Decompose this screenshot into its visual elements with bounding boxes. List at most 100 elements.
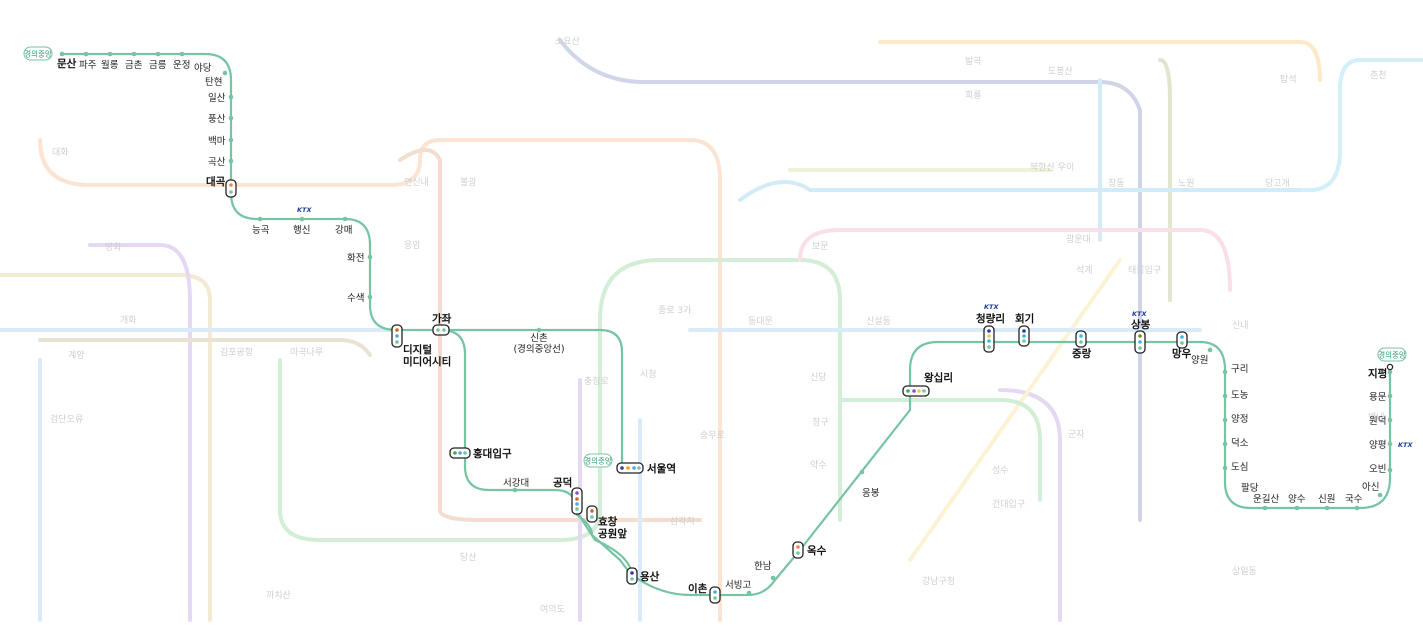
label-guksu: 국수 [1345,494,1363,505]
bg-label-geomdan: 검단오류 [50,413,83,425]
bg-label-hoeryong: 회룡 [965,90,982,101]
ktx-mark-sangbong: KTX [1132,310,1147,318]
badge-west-box [23,46,53,61]
label-unjeong: 운정 [173,60,190,71]
dot-neunggok[interactable] [257,216,263,222]
dot-asin[interactable] [1387,467,1393,473]
dot-yangwon[interactable] [1207,347,1213,353]
transfer-jungnang-dot-b [1079,340,1083,344]
dot-geumchon[interactable] [131,51,137,57]
transfer-hongik-dot-a [453,451,457,455]
label-seogang: 서강대 [503,478,529,489]
label-hyochang-line1: 효창 [598,515,618,528]
bg-label-sicheong: 시청 [640,369,657,380]
bg-label-gimpo-airport: 김포공항 [220,346,253,358]
dot-susaek[interactable] [367,294,373,300]
transfer-hyochang[interactable] [586,505,598,523]
bg-line-6 [398,148,702,522]
dot-hannam[interactable] [770,575,776,581]
transfer-gajwa-dot-a [436,328,440,332]
dot-yongmun[interactable] [1387,369,1393,375]
dot-wollong[interactable] [107,51,113,57]
transfer-mangu[interactable] [1176,331,1188,349]
transfer-ichon-dot-a [713,590,717,594]
dot-yangpyeong[interactable] [1387,417,1393,423]
dot-unjeong[interactable] [179,51,185,57]
dot-geumneung[interactable] [155,51,161,57]
dot-guksu[interactable] [1377,492,1383,498]
label-geumneung: 금릉 [149,60,167,71]
dot-tanhyeon[interactable] [228,94,234,100]
dot-dongnong[interactable] [1222,393,1228,399]
transfer-cheongnyangni-dot-c [987,339,991,343]
dot-dosim[interactable] [1222,465,1228,471]
label-yangwon: 양원 [1191,355,1208,366]
dot-yadang[interactable] [222,70,228,76]
transfer-gongdeok[interactable] [571,487,583,515]
bg-label-yeonsinnae: 연신내 [404,177,429,188]
dot-seogang[interactable] [512,487,518,493]
bg-line-1 [558,38,1142,522]
bg-line-2b [838,398,1042,502]
transfer-gajwa[interactable] [432,324,450,336]
bg-label-kkachisan: 까치산 [266,589,291,601]
transfer-wangsimni-dot-a [906,389,910,393]
dot-eungbong[interactable] [859,469,865,475]
transfer-sangbong-dot-b [1138,340,1142,344]
background-lines [0,38,1423,622]
label-yadang: 야당 [194,63,212,74]
transfer-cheongnyangni[interactable] [983,325,995,353]
transfer-daegok[interactable] [225,179,237,198]
transfer-yongsan[interactable] [626,567,638,585]
transfer-oksu[interactable] [792,541,804,559]
bg-label-gunja: 군자 [1068,429,1085,440]
transfer-wangsimni[interactable] [902,385,930,397]
dot-munsan[interactable] [59,51,65,57]
dot-gangmae[interactable] [342,216,348,222]
dot-sinchon[interactable] [536,327,542,333]
bg-label-taereung: 태릉입구 [1128,264,1161,276]
transfer-hoegi-dot-c [1022,339,1026,343]
bg-label-bukhansan: 북한산 우이 [1030,162,1074,173]
dot-paldang[interactable] [1262,505,1268,511]
label-seobinggo: 서빙고 [725,580,751,591]
dot-obin[interactable] [1387,441,1393,447]
transfer-seoul-dot-d [637,466,641,470]
dot-seobinggo[interactable] [746,590,752,596]
dot-yangsu[interactable] [1324,505,1330,511]
dot-haengsin[interactable] [299,216,305,222]
dot-wondeok[interactable] [1387,393,1393,399]
dot-baengma[interactable] [228,158,234,164]
transfer-hongik-dot-b [458,451,462,455]
label-dongnong: 도농 [1231,390,1249,401]
label-yongmun: 용문 [1369,392,1387,403]
transfer-cheongnyangni-dot-b [987,334,991,338]
dot-ungilsan[interactable] [1294,505,1300,511]
bg-label-sindang: 신당 [810,372,827,383]
dot-paju[interactable] [83,51,89,57]
transfer-jungnang[interactable] [1075,330,1087,348]
label-deokso: 덕소 [1231,438,1249,449]
ktx-mark-yangpyeong: KTX [1398,441,1413,449]
transfer-ichon[interactable] [709,586,721,604]
dot-hwajeon[interactable] [367,254,373,260]
transfer-ichon-dot-b [713,596,717,600]
terminal-jipyeong[interactable] [1386,363,1394,371]
label-pungsan: 풍산 [208,114,226,125]
dot-ilsan[interactable] [228,115,234,121]
dot-sinwon[interactable] [1354,505,1360,511]
bg-line-7 [1158,58,1172,302]
transfer-seoul[interactable] [616,462,644,474]
label-sinchon-line2: (경의중앙선) [513,343,564,355]
bg-label-dongdaemun: 동대문 [748,316,773,327]
label-yangjeong: 양정 [1231,414,1248,425]
label-geumchon: 금촌 [125,60,143,71]
bg-label-samgakji: 삼각지 [670,515,695,527]
dot-guri[interactable] [1222,369,1228,375]
dot-deokso[interactable] [1222,441,1228,447]
label-oksu: 옥수 [807,545,827,557]
line-badge-center: 경의중앙 [583,453,613,468]
dot-pungsan[interactable] [228,137,234,143]
dot-yangjeong[interactable] [1222,417,1228,423]
label-ilsan: 일산 [208,93,226,104]
